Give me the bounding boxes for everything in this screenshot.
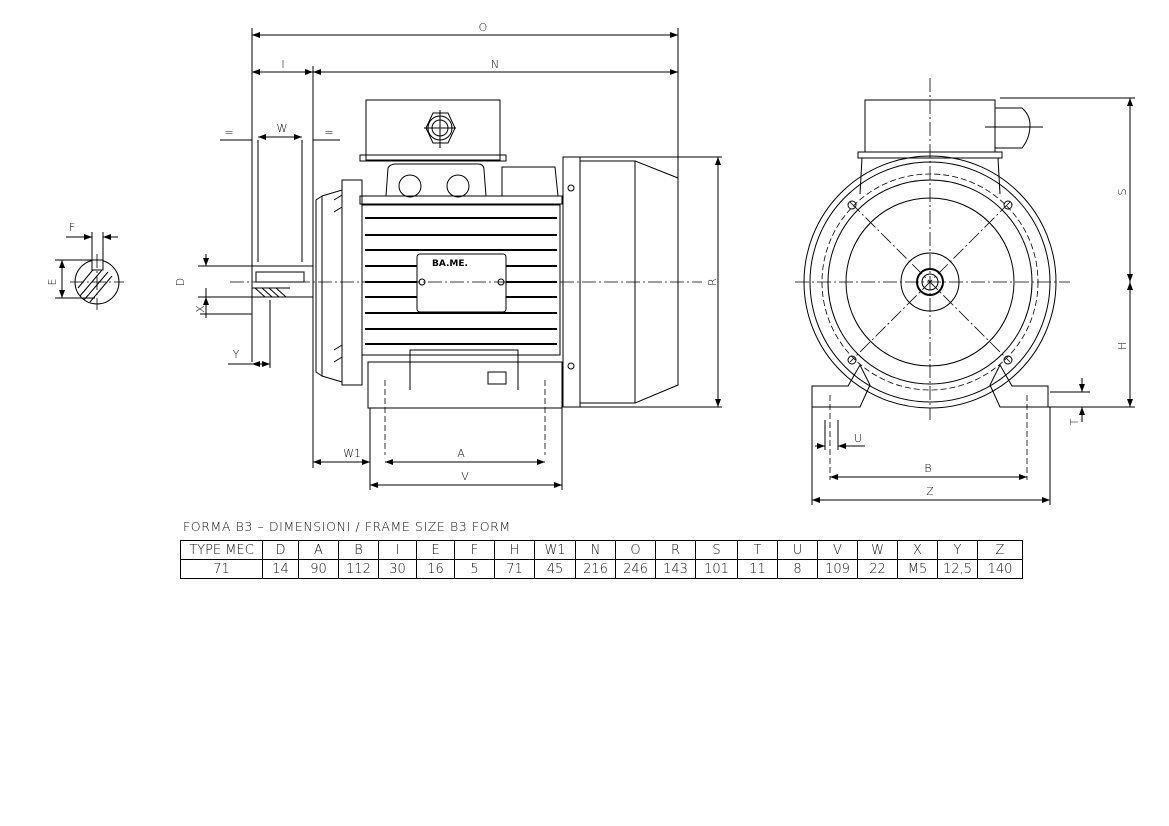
table-cell: 5 [454,559,495,579]
label-equal-right: = [324,126,333,139]
label-v: V [461,470,469,483]
front-view: U B Z S H T [795,78,1135,505]
label-t: T [1068,418,1081,425]
column-header: F [454,540,495,560]
column-header: W [857,540,898,560]
table-cell: 216 [575,559,616,579]
table-cell: 22 [857,559,898,579]
column-header: A [298,540,339,560]
table-cell: 16 [416,559,455,579]
table-cell: 143 [655,559,696,579]
label-i: I [281,58,284,71]
label-r: R [706,278,719,286]
table-cell: 101 [695,559,738,579]
table-cell: 246 [615,559,656,579]
label-o: O [479,21,488,34]
table-cell: M5 [897,559,938,579]
side-view: O I N W = = BA.ME. [174,21,722,490]
column-header: X [897,540,938,560]
label-equal-left: = [224,126,233,139]
label-e: E [46,279,59,286]
table-cell: 30 [378,559,417,579]
column-header: Z [977,540,1023,560]
table-cell: 12,5 [937,559,978,579]
column-header: U [777,540,818,560]
column-header: E [416,540,455,560]
column-header: N [575,540,616,560]
label-z: Z [926,485,934,498]
column-header: T [737,540,778,560]
table-cell: 71 [180,559,263,579]
table-cell: 112 [338,559,379,579]
table-cell: 11 [737,559,778,579]
column-header: D [262,540,299,560]
column-header: H [494,540,535,560]
table-cell: 45 [534,559,576,579]
shaft-key-section: E F [46,221,124,310]
table-cell: 14 [262,559,299,579]
label-a: A [457,447,465,460]
table-cell: 71 [494,559,535,579]
label-u: U [854,432,862,445]
table-title: FORMA B3 – DIMENSIONI / FRAME SIZE B3 FO… [183,519,511,534]
label-y: Y [233,348,240,361]
label-b: B [924,462,931,475]
label-w: W [277,122,288,135]
nameplate [416,253,507,313]
table-cell: 140 [977,559,1023,579]
front-cable-gland [994,107,1031,149]
column-header: B [338,540,379,560]
label-s: S [1116,188,1129,195]
label-n: N [491,58,499,71]
column-header: W1 [534,540,576,560]
column-header: V [817,540,858,560]
column-header: O [615,540,656,560]
table-cell: 109 [817,559,858,579]
column-header: R [655,540,696,560]
column-header: Y [937,540,978,560]
label-w1: W1 [343,447,361,460]
label-f: F [69,221,75,234]
label-h: H [1116,342,1129,350]
column-header: TYPE MEC [180,540,263,560]
label-d: D [174,278,187,286]
label-x: X [194,305,207,313]
column-header: S [695,540,738,560]
brand-plate-text: BA.ME. [432,259,468,269]
column-header: I [378,540,417,560]
table-cell: 90 [298,559,339,579]
table-cell: 8 [777,559,818,579]
